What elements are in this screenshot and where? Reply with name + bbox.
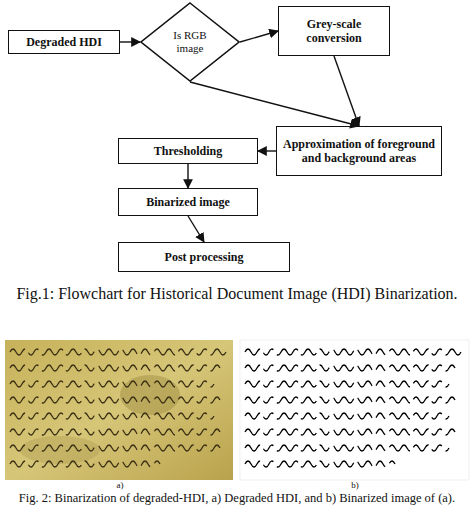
flow-arrow	[190, 82, 359, 126]
flow-arrow	[188, 216, 204, 242]
input-box: Degraded HDI	[8, 30, 120, 54]
node-text: Thresholding	[154, 144, 222, 158]
degraded-photo	[5, 340, 233, 480]
node-text: Is RGB image	[159, 29, 221, 55]
flow-arrow	[258, 150, 276, 151]
figure-caption: Fig. 2: Binarization of degraded-HDI, a)…	[8, 491, 466, 505]
node-text: Degraded HDI	[26, 35, 102, 49]
flow-arrow	[120, 41, 140, 42]
binarized-photo	[240, 340, 469, 480]
node-text: Approximation of foreground and backgrou…	[281, 137, 437, 165]
process-box: Post processing	[118, 242, 290, 272]
node-text: Binarized image	[146, 195, 230, 209]
node-text: Grey-scale conversion	[283, 17, 385, 45]
panel-label: b)	[335, 480, 375, 491]
panel-label: a)	[100, 480, 140, 491]
decision-diamond: Is RGB image	[140, 2, 240, 82]
output-box: Binarized image	[118, 188, 258, 216]
figure-caption: Fig.1: Flowchart for Historical Document…	[10, 284, 464, 304]
flow-arrow	[187, 164, 188, 188]
process-box: Approximation of foreground and backgrou…	[276, 126, 442, 176]
handwriting-strokes	[10, 349, 226, 467]
process-box: Grey-scale conversion	[278, 6, 390, 56]
flow-arrow	[334, 56, 359, 126]
handwriting-strokes	[245, 349, 461, 467]
node-text: Post processing	[165, 250, 244, 264]
flow-arrow	[240, 31, 278, 42]
process-box: Thresholding	[118, 138, 258, 164]
